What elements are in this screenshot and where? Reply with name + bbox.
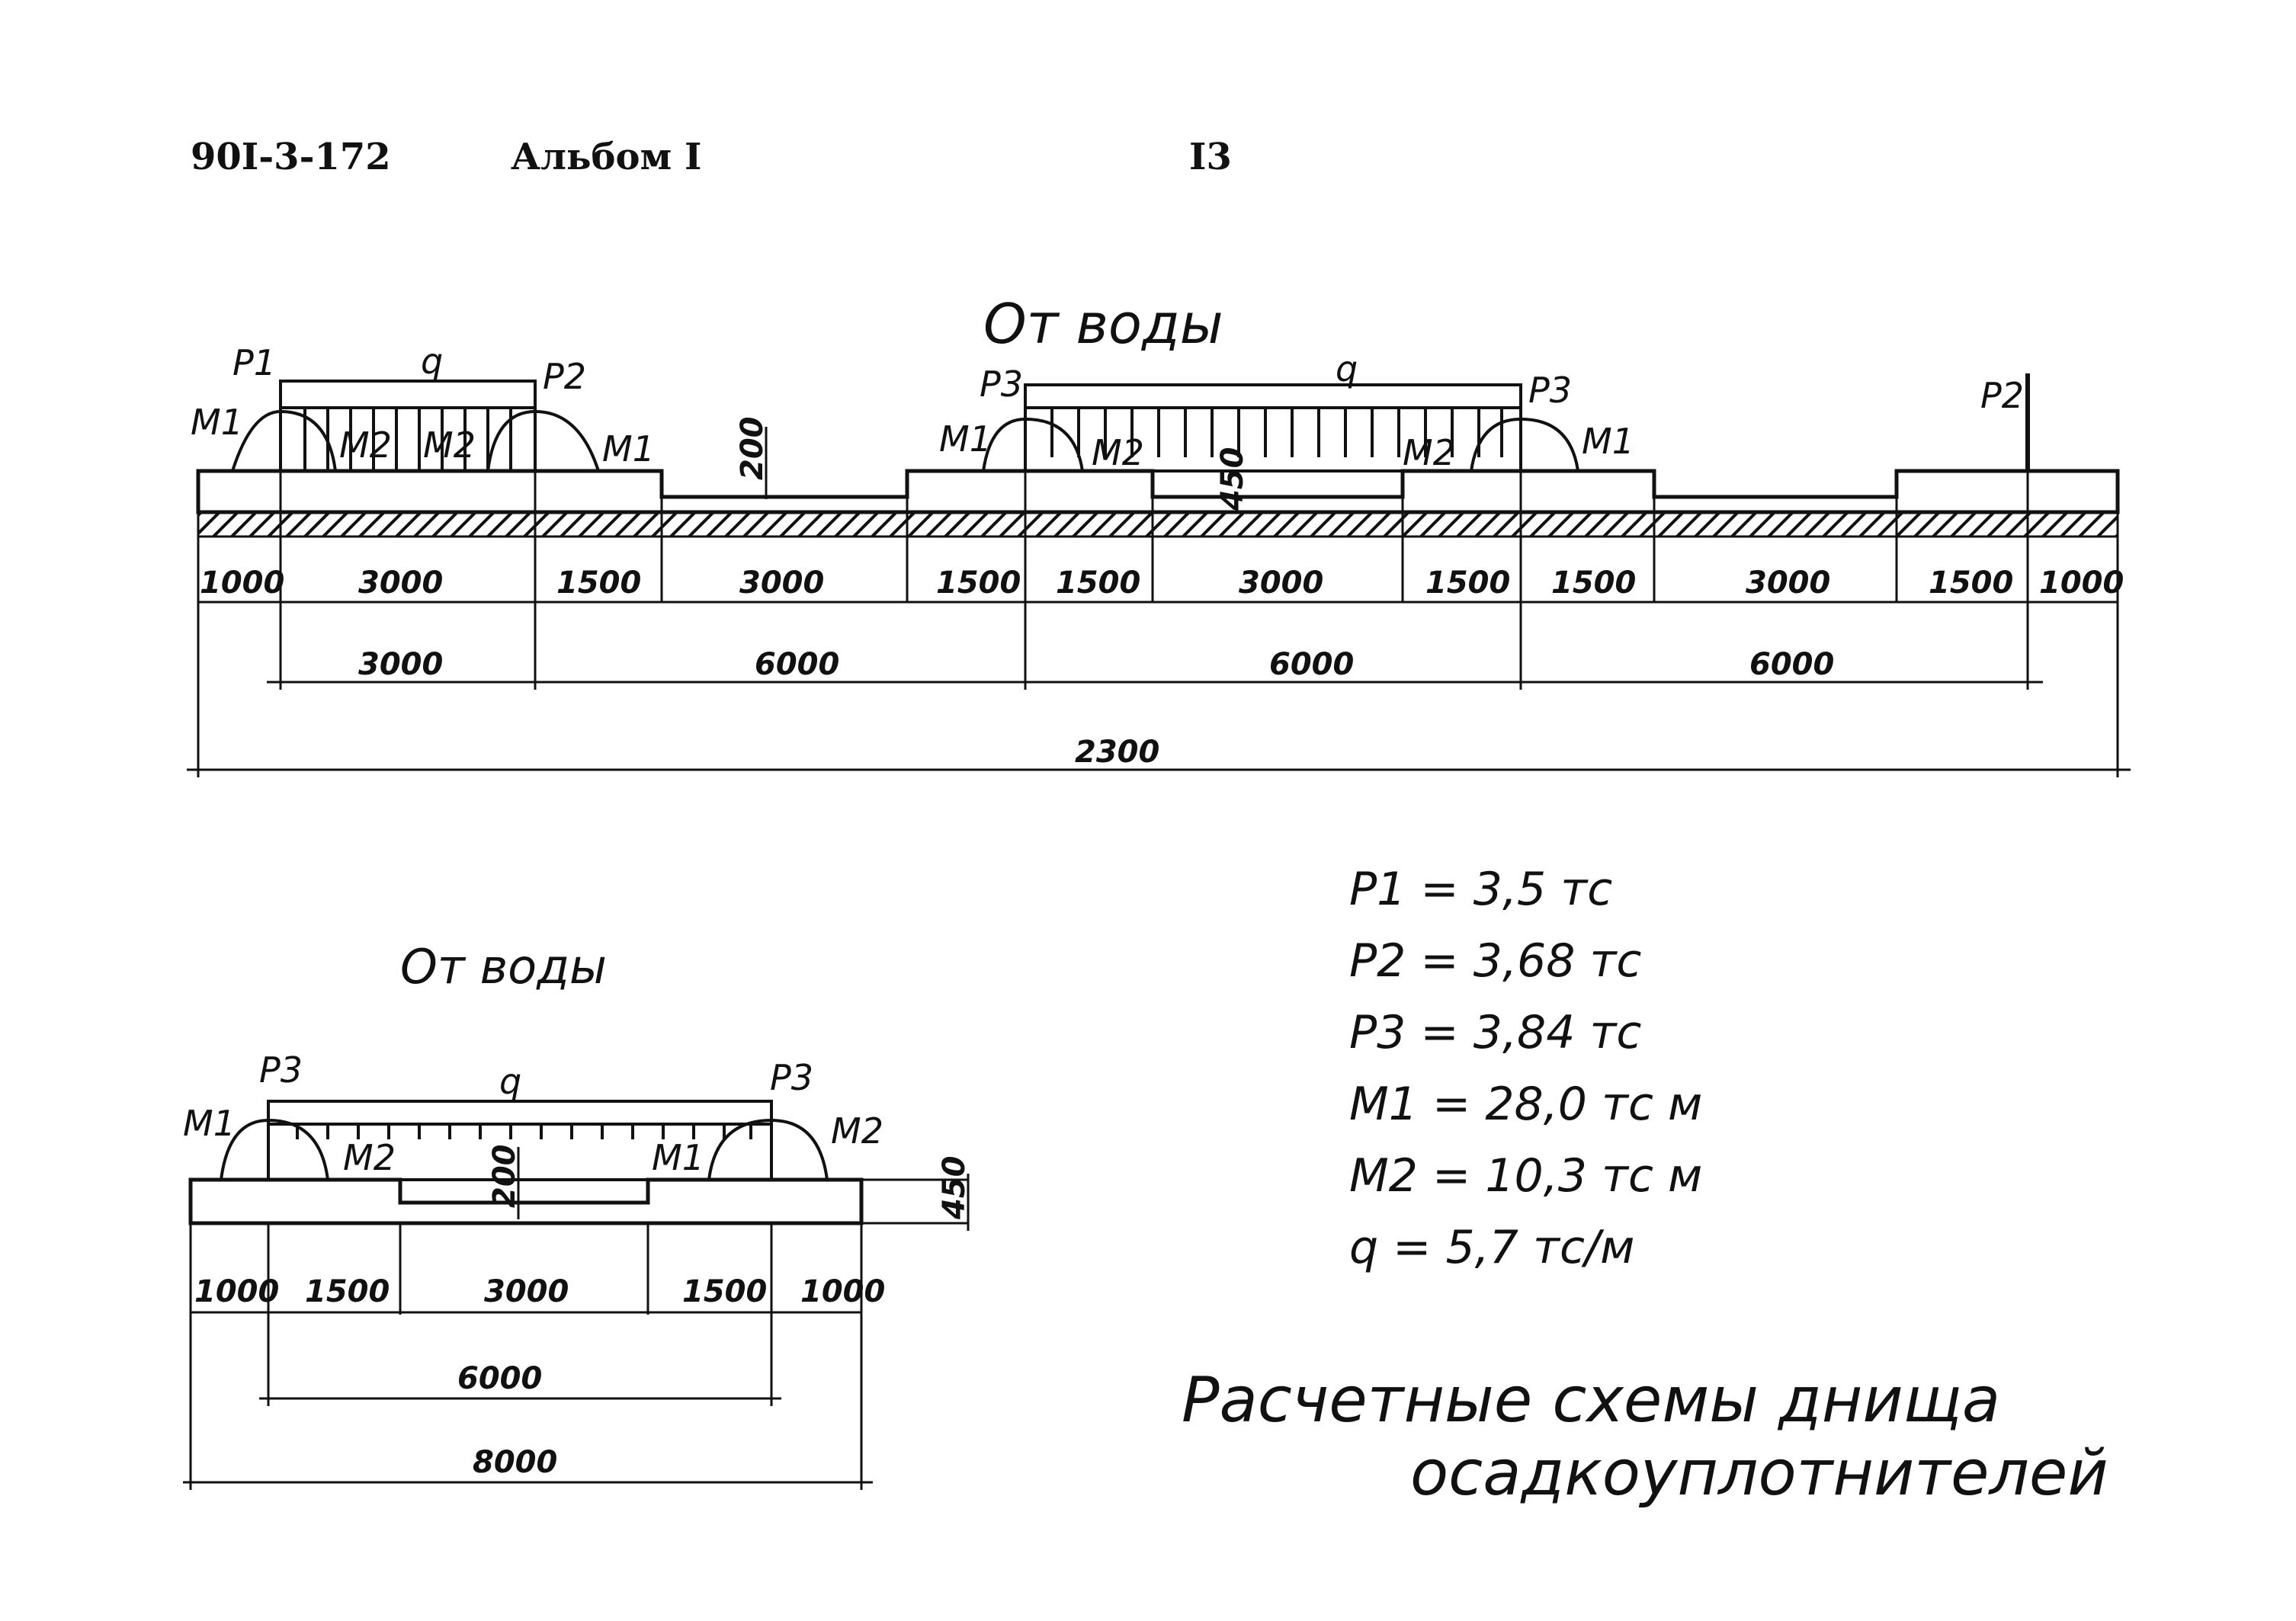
scheme1-m2-label-d: M2	[1403, 432, 1455, 473]
scheme2-dim-2: 1500	[305, 1274, 390, 1309]
scheme1-dim-5: 1500	[936, 565, 1021, 601]
scheme2-total: 8000	[473, 1445, 557, 1480]
doc-code: 90I-3-172	[191, 136, 391, 178]
scheme2-moments	[220, 1118, 829, 1181]
scheme1-dim-8: 1500	[1425, 565, 1510, 601]
scheme1-span-1: 3000	[358, 647, 443, 682]
load-p3: P3 = 3,84 тс	[1349, 1006, 1642, 1059]
scheme2-step-height: 200	[487, 1145, 522, 1209]
scheme1-p3-label-b: P3	[1528, 370, 1572, 411]
scheme2: От воды 450 P3 P3 q M1 M2 M1 M2	[183, 939, 972, 1490]
scheme2-dim-1: 1000	[194, 1274, 279, 1309]
scheme1-span-4: 6000	[1749, 647, 1834, 682]
scheme1-p1-label: P1	[232, 342, 276, 383]
scheme1-depth-mark: 450	[1215, 447, 1250, 512]
scheme1-p2-label: P2	[543, 356, 586, 397]
scheme1-dim-7: 3000	[1239, 565, 1323, 601]
page-number: I3	[1189, 136, 1232, 178]
load-p1: P1 = 3,5 тс	[1349, 863, 1613, 916]
scheme1-dimension-lines	[187, 471, 2131, 777]
scheme1-dim-11: 1500	[1929, 565, 2013, 601]
scheme2-m1-label-a: M1	[183, 1103, 236, 1144]
scheme1-dim-2: 3000	[358, 565, 443, 601]
scheme1-m1-label-a: M1	[191, 402, 243, 443]
scheme1-q-middle	[1024, 383, 1522, 473]
scheme2-dim-3: 3000	[484, 1274, 569, 1309]
scheme2-dim-5: 1000	[800, 1274, 885, 1309]
scheme1-moments-middle	[982, 417, 1579, 472]
scheme1-dim-1: 1000	[200, 565, 284, 601]
scheme1-p2-label-right: P2	[1980, 375, 2024, 416]
scheme1-q-label-middle: q	[1336, 348, 1358, 389]
load-m1: M1 = 28,0 тс м	[1349, 1078, 1703, 1131]
caption-line1: Расчетные схемы днища	[1182, 1364, 2001, 1437]
scheme2-m1-label-b: M1	[652, 1137, 704, 1178]
scheme2-slab-profile	[188, 1177, 864, 1225]
scheme1-span-3: 6000	[1269, 647, 1354, 682]
scheme1-dim-3: 1500	[556, 565, 641, 601]
caption-line2: осадкоуплотнителей	[1410, 1437, 2108, 1510]
scheme1-soil-hatch	[197, 511, 2119, 538]
scheme1-m2-label-b: M2	[423, 424, 476, 466]
scheme1-span-2: 6000	[755, 647, 839, 682]
scheme1-title: От воды	[983, 292, 1223, 356]
scheme1-m2-label-a: M2	[339, 424, 392, 466]
album-label: Альбом I	[511, 136, 702, 178]
scheme1-m2-label-c: M2	[1092, 432, 1144, 473]
drawing-caption: Расчетные схемы днища осадкоуплотнителей	[1182, 1364, 2108, 1510]
scheme2-dim-4: 1500	[682, 1274, 767, 1309]
scheme1-q-label: q	[421, 341, 443, 382]
scheme2-dimension-lines	[183, 1223, 873, 1490]
scheme1-dim-9: 1500	[1551, 565, 1636, 601]
scheme1-dim-10: 3000	[1746, 565, 1830, 601]
scheme2-p3-label-a: P3	[259, 1049, 303, 1091]
scheme1-m1-label-d: M1	[1582, 421, 1634, 462]
scheme1-m1-label-c: M1	[939, 418, 992, 460]
load-p2: P2 = 3,68 тс	[1349, 934, 1642, 988]
scheme1-total: 2300	[1075, 735, 1159, 770]
scheme1-dim-12: 1000	[2039, 565, 2124, 601]
load-q: q = 5,7 тс/м	[1349, 1221, 1635, 1274]
scheme2-m2-label-b: M2	[831, 1110, 883, 1152]
load-m2: M2 = 10,3 тс м	[1349, 1149, 1703, 1203]
scheme2-q-label: q	[499, 1061, 521, 1102]
scheme2-title: От воды	[400, 939, 607, 995]
scheme1-dim-6: 1500	[1056, 565, 1140, 601]
scheme2-depth-mark: 450	[937, 1156, 972, 1221]
scheme1-dim-4: 3000	[739, 565, 824, 601]
scheme2-span-1: 6000	[457, 1361, 542, 1396]
scheme1-step-height: 200	[735, 417, 770, 481]
scheme1-m1-label-b: M1	[602, 428, 655, 469]
scheme1: От воды P1 P2 q M1 M2 M2 M1 200	[187, 292, 2131, 777]
scheme2-p3-label-b: P3	[770, 1057, 813, 1098]
scheme2-m2-label-a: M2	[343, 1137, 396, 1178]
scheme1-moments-left	[231, 409, 600, 472]
scheme1-p3-label-a: P3	[980, 364, 1023, 405]
scheme1-slab-profile	[196, 469, 2120, 514]
load-values: P1 = 3,5 тс P2 = 3,68 тс P3 = 3,84 тс M1…	[1349, 854, 1702, 1283]
